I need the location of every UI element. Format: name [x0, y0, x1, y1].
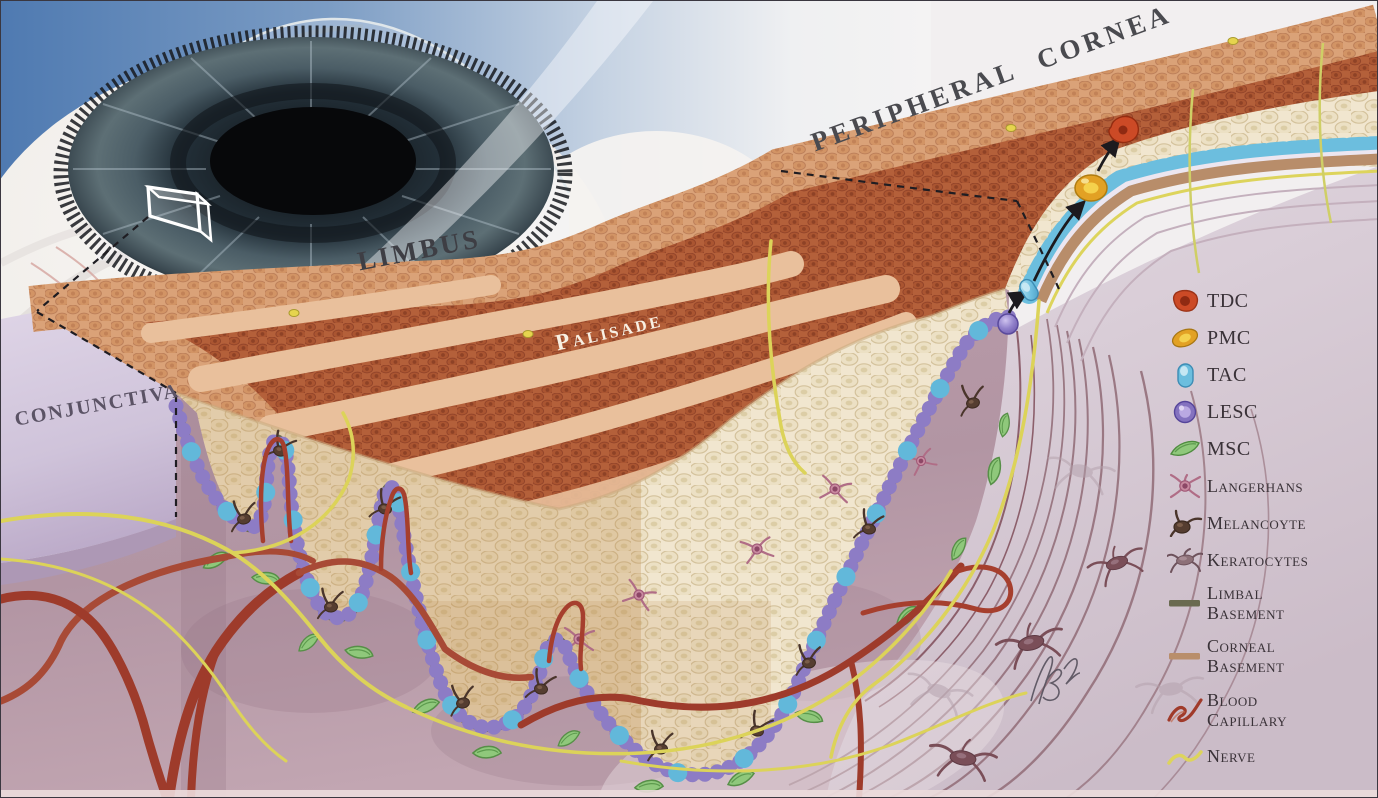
- sample-box: [144, 185, 213, 243]
- limbus-edge-band: [28, 4, 1377, 332]
- pmc-cell: [1074, 174, 1108, 202]
- tdc-cell: [1108, 115, 1139, 144]
- corneal-basal-cells: [1018, 136, 1377, 304]
- legend-label: TDC: [1207, 289, 1249, 312]
- legend-label: Langerhans: [1207, 475, 1304, 496]
- legend-item-lesc: LESC: [1167, 398, 1375, 426]
- nerve-through-epithelium: [766, 239, 807, 475]
- pmc-icon: [1167, 324, 1207, 352]
- nerve-endings: [288, 37, 1239, 338]
- legend-label: Limbal Basement: [1207, 583, 1285, 624]
- legend-label: Blood Capillary: [1207, 689, 1288, 730]
- legend-label: Melancoyte: [1207, 512, 1306, 533]
- conjunctiva-block: [1, 312, 176, 585]
- nerve-icon: [1167, 743, 1207, 771]
- langerhans-icon: [1167, 472, 1207, 500]
- blood-capillaries: [1, 437, 1014, 797]
- legend-label: Keratocytes: [1207, 549, 1309, 570]
- legend-item-pmc: PMC: [1167, 324, 1375, 352]
- limbal-basement-icon: [1167, 589, 1207, 617]
- corneal-basement-icon: [1167, 642, 1207, 670]
- legend-item-keratocytes: Keratocytes: [1167, 546, 1375, 574]
- cell-migration-pathway: [997, 115, 1139, 335]
- legend-item-tdc: TDC: [1167, 287, 1375, 315]
- bottom-strip: [1, 790, 1377, 797]
- legend-label: Corneal Basement: [1207, 636, 1285, 677]
- legend-item-limbal-basement: Limbal Basement: [1167, 583, 1375, 623]
- legend-item-msc: MSC: [1167, 435, 1375, 463]
- limbal-fringe: [53, 25, 573, 321]
- legend-item-langerhans: Langerhans: [1167, 472, 1375, 500]
- legend-item-blood-capillary: Blood Capillary: [1167, 690, 1375, 730]
- nerves: [1, 239, 1041, 773]
- legend-item-corneal-basement: Corneal Basement: [1167, 636, 1375, 676]
- legend-label: TAC: [1207, 363, 1247, 386]
- blood-capillary-icon: [1167, 695, 1207, 725]
- legend-item-melancoyte: Melancoyte: [1167, 509, 1375, 537]
- migration-arrow: [1032, 200, 1086, 282]
- nerve: [1318, 42, 1333, 224]
- legend-label: MSC: [1207, 437, 1251, 460]
- corneal-basement-membrane: [1035, 153, 1377, 304]
- fold-edge: [175, 287, 1006, 511]
- lesc-cell: [997, 313, 1019, 335]
- sub-basal-nerve: [1045, 169, 1377, 314]
- legend-item-tac: TAC: [1167, 361, 1375, 389]
- artist-signature: [1030, 656, 1081, 705]
- keratocytes-icon: [1167, 546, 1207, 574]
- msc-icon: [1167, 435, 1207, 463]
- tac-cell: [1019, 278, 1039, 302]
- peripheral-cornea-surface: [31, 27, 1377, 509]
- legend-label: PMC: [1207, 326, 1251, 349]
- legend-label: Nerve: [1207, 746, 1256, 767]
- bowman-lamellae: [1054, 184, 1377, 362]
- tear-film-streak: [301, 1, 653, 319]
- lesc-icon: [1167, 398, 1207, 426]
- tdc-icon: [1167, 287, 1207, 315]
- corneal-epithelium-band: [1005, 42, 1377, 362]
- stroma-lamellae: [788, 318, 1270, 797]
- legend-label: LESC: [1207, 400, 1258, 423]
- melancoyte-icon: [1167, 509, 1207, 537]
- nerve: [1188, 88, 1201, 274]
- legend: TDC PMC TAC: [1167, 287, 1375, 780]
- legend-item-nerve: Nerve: [1167, 743, 1375, 771]
- dashed-projection-lines: [36, 169, 1060, 517]
- pupil: [210, 107, 416, 215]
- tac-icon: [1167, 361, 1207, 389]
